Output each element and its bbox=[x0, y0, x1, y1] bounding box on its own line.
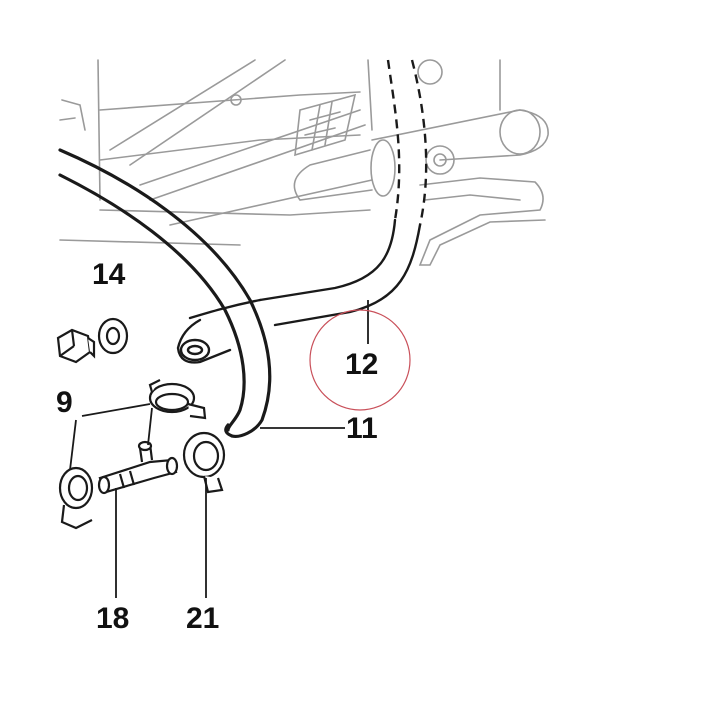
callout-9: 9 bbox=[56, 386, 73, 419]
callout-21: 21 bbox=[186, 602, 219, 635]
leader-9-lower bbox=[69, 419, 77, 471]
washer-part-14 bbox=[97, 317, 129, 355]
highlight-circle-12 bbox=[309, 309, 411, 411]
callout-12: 12 bbox=[345, 348, 378, 381]
callout-18: 18 bbox=[96, 602, 129, 635]
hose-clamp-upper bbox=[148, 379, 207, 420]
frame-structure bbox=[59, 59, 549, 266]
connector-part-18 bbox=[97, 440, 179, 495]
hose-clamp-lower-left bbox=[58, 466, 94, 530]
hose-11 bbox=[58, 148, 272, 438]
callout-11: 11 bbox=[346, 412, 378, 445]
hose-clamp-part-21 bbox=[182, 431, 226, 494]
callout-14: 14 bbox=[92, 258, 126, 291]
leader-9-connector bbox=[147, 407, 153, 446]
leader-lines bbox=[69, 300, 369, 598]
nut-part-14 bbox=[56, 328, 96, 364]
leader-9-upper bbox=[81, 403, 151, 417]
dashed-hose-path bbox=[386, 59, 428, 226]
